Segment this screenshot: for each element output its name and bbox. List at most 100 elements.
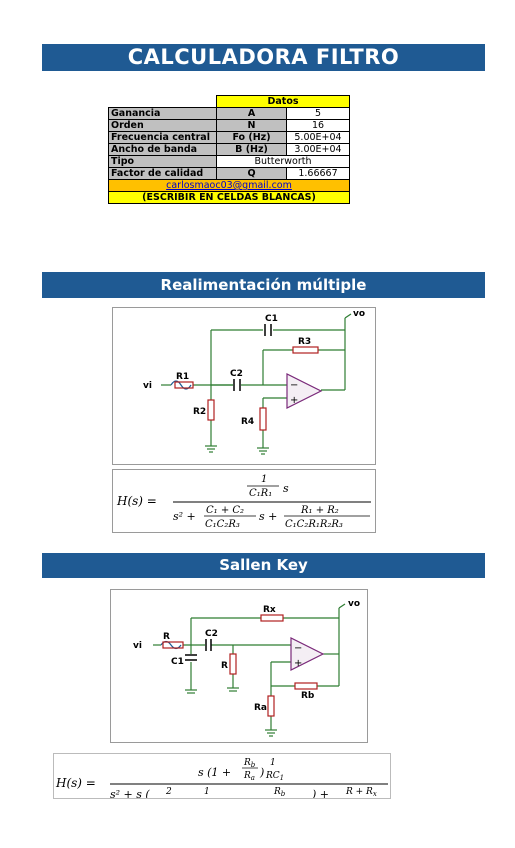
sk-formula-ra: Ra bbox=[243, 771, 255, 782]
sk-formula-rrx: R + Rx bbox=[345, 787, 377, 798]
section-banner-multiple-feedback: Realimentación múltiple bbox=[42, 272, 485, 298]
capacitor-c1-icon bbox=[185, 654, 197, 661]
row-label-bandwidth: Ancho de banda bbox=[108, 143, 217, 156]
multiple-feedback-circuit-diagram: − + C1 C2 R1 R2 R3 R4 vi vo bbox=[112, 307, 376, 465]
label-vi: vi bbox=[143, 381, 152, 391]
table-header: Datos bbox=[216, 95, 350, 108]
table-header-row: Datos bbox=[109, 95, 350, 108]
sk-formula-two: 2 bbox=[165, 787, 172, 797]
resistor-rx-icon bbox=[260, 614, 284, 622]
resistor-r4-icon bbox=[259, 407, 267, 431]
app-title: CALCULADORA FILTRO bbox=[127, 45, 400, 69]
label-c2: C2 bbox=[230, 369, 243, 379]
email-link[interactable]: carlosmaoc03@gmail.com bbox=[108, 179, 350, 192]
row-symbol-bandwidth: B (Hz) bbox=[216, 143, 287, 156]
opamp-plus-label: + bbox=[294, 658, 302, 669]
label-vi: vi bbox=[133, 641, 142, 651]
label-rx: Rx bbox=[263, 605, 276, 615]
ground-icon bbox=[205, 445, 217, 453]
resistor-rb-icon bbox=[294, 682, 318, 690]
ground-icon bbox=[227, 687, 239, 692]
resistor-r3-icon bbox=[292, 346, 319, 354]
label-vo: vo bbox=[353, 309, 365, 319]
sallen-key-circuit-diagram: − + R C2 C1 R Rx Rb Ra vi vo bbox=[110, 589, 368, 743]
capacitor-c2-icon bbox=[233, 379, 241, 391]
section-banner-sallen-key: Sallen Key bbox=[42, 553, 485, 578]
label-vo: vo bbox=[348, 599, 360, 609]
table-row: Ancho de banda B (Hz) 3.00E+04 bbox=[108, 143, 350, 156]
section-title-sallen-key: Sallen Key bbox=[219, 556, 308, 574]
formula-f1-bot: C₁C₂R₃ bbox=[205, 519, 240, 530]
row-symbol-quality-factor: Q bbox=[216, 167, 287, 180]
label-r3: R3 bbox=[298, 337, 311, 347]
formula-f2-bot: C₁C₂R₁R₂R₃ bbox=[285, 519, 343, 530]
sallen-key-transfer-function: H(s) = s (1 + Rb Ra ) 1 RC1 s² + s ( 2 1… bbox=[53, 753, 391, 799]
sk-formula-den-start: s² + s ( bbox=[110, 788, 150, 798]
label-r-shunt: R bbox=[221, 661, 228, 671]
sk-formula-one: 1 bbox=[204, 787, 210, 797]
resistor-r-icon bbox=[162, 641, 184, 649]
row-symbol-gain: A bbox=[216, 107, 287, 120]
sk-formula-rb2: Rb bbox=[273, 787, 286, 798]
row-label-order: Orden bbox=[108, 119, 217, 132]
sk-formula-den-end: ) + bbox=[311, 788, 329, 798]
formula-lhs: H(s) = bbox=[116, 494, 157, 508]
row-label-gain: Ganancia bbox=[108, 107, 217, 120]
label-r1: R1 bbox=[176, 372, 189, 382]
filter-type-input-cell[interactable]: Butterworth bbox=[216, 155, 350, 168]
label-r2: R2 bbox=[193, 407, 206, 417]
formula-num-s: s bbox=[283, 482, 289, 495]
opamp-plus-label: + bbox=[290, 395, 298, 406]
bandwidth-input-cell[interactable]: 3.00E+04 bbox=[286, 143, 350, 156]
resistor-r2-icon bbox=[207, 399, 215, 421]
capacitor-c2-icon bbox=[205, 639, 212, 651]
section-title-multiple-feedback: Realimentación múltiple bbox=[160, 276, 367, 294]
ground-icon bbox=[265, 729, 277, 737]
formula-f2-top: R₁ + R₂ bbox=[300, 505, 339, 516]
label-rb: Rb bbox=[301, 691, 315, 701]
label-c2: C2 bbox=[205, 629, 218, 639]
gain-input-cell[interactable]: 5 bbox=[286, 107, 350, 120]
row-symbol-center-frequency: Fo (Hz) bbox=[216, 131, 287, 144]
center-frequency-input-cell[interactable]: 5.00E+04 bbox=[286, 131, 350, 144]
multiple-feedback-transfer-function: H(s) = 1 C₁R₁ s s² + C₁ + C₂ C₁C₂R₃ s + … bbox=[112, 469, 376, 533]
formula-num-top: 1 bbox=[261, 474, 267, 485]
resistor-r-shunt-icon bbox=[229, 653, 237, 675]
formula-s2: s² + bbox=[173, 510, 196, 523]
multiple-feedback-formula-svg: H(s) = 1 C₁R₁ s s² + C₁ + C₂ C₁C₂R₃ s + … bbox=[116, 474, 371, 530]
formula-f1-top: C₁ + C₂ bbox=[206, 505, 244, 516]
formula-mid: s + bbox=[259, 510, 277, 523]
opamp-icon bbox=[290, 637, 325, 671]
ground-icon bbox=[257, 447, 269, 455]
table-corner bbox=[109, 96, 217, 108]
data-table: Datos Ganancia A 5 Orden N 16 Frecuencia… bbox=[108, 95, 350, 204]
table-row: Frecuencia central Fo (Hz) 5.00E+04 bbox=[108, 131, 350, 144]
label-r4: R4 bbox=[241, 417, 254, 427]
sk-formula-s-open: s (1 + bbox=[198, 766, 231, 779]
resistor-ra-icon bbox=[267, 695, 275, 717]
row-symbol-order: N bbox=[216, 119, 287, 132]
sk-formula-close: ) bbox=[259, 766, 264, 779]
opamp-minus-label: − bbox=[294, 643, 302, 654]
table-row: Factor de calidad Q 1.66667 bbox=[108, 167, 350, 180]
row-label-type: Tipo bbox=[108, 155, 217, 168]
label-c1: C1 bbox=[265, 314, 278, 324]
order-input-cell[interactable]: 16 bbox=[286, 119, 350, 132]
ground-icon bbox=[185, 689, 197, 694]
row-label-quality-factor: Factor de calidad bbox=[108, 167, 217, 180]
sallen-key-formula-svg: H(s) = s (1 + Rb Ra ) 1 RC1 s² + s ( 2 1… bbox=[55, 758, 388, 798]
table-row: Ganancia A 5 bbox=[108, 107, 350, 120]
table-row: (ESCRIBIR EN CELDAS BLANCAS) bbox=[108, 191, 350, 204]
quality-factor-cell: 1.66667 bbox=[286, 167, 350, 180]
sk-formula-lhs: H(s) = bbox=[55, 776, 96, 790]
label-ra: Ra bbox=[254, 703, 267, 713]
row-label-center-frequency: Frecuencia central bbox=[108, 131, 217, 144]
opamp-icon bbox=[286, 373, 323, 409]
sk-formula-rc: RC1 bbox=[265, 771, 284, 782]
multiple-feedback-schematic: − + C1 C2 R1 R2 R3 R4 vi vo bbox=[143, 309, 365, 455]
capacitor-c1-icon bbox=[264, 324, 272, 336]
sk-formula-frac-top: 1 bbox=[270, 758, 276, 768]
label-r: R bbox=[163, 632, 170, 642]
table-row: Tipo Butterworth bbox=[108, 155, 350, 168]
opamp-minus-label: − bbox=[290, 380, 298, 391]
